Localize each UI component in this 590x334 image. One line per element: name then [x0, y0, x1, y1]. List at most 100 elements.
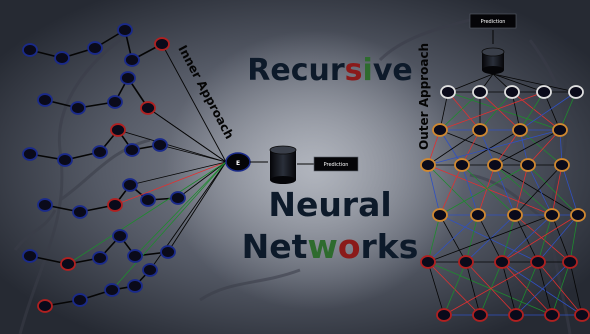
- edge-36: [114, 161, 227, 206]
- node-50: [507, 208, 523, 222]
- node-40: [472, 123, 488, 137]
- edge-81: [527, 164, 553, 216]
- node-1: [54, 51, 70, 65]
- node-23: [22, 249, 38, 263]
- edge-43: [447, 91, 561, 131]
- node-3: [117, 23, 133, 37]
- node-38: [568, 85, 584, 99]
- node-5: [154, 37, 170, 51]
- edge-28: [167, 161, 227, 253]
- edge-118: [551, 261, 571, 316]
- edge-22: [177, 161, 227, 199]
- edge-86: [427, 214, 441, 263]
- node-39: [432, 123, 448, 137]
- edge-39: [111, 161, 227, 291]
- edge-119: [569, 261, 583, 316]
- node-42: [552, 123, 568, 137]
- top-database-icon: [481, 47, 505, 74]
- edge-93: [501, 214, 516, 263]
- title-networks-part-4: rks: [361, 227, 419, 266]
- edge-71: [427, 164, 553, 216]
- edge-51: [519, 91, 545, 131]
- edge-74: [461, 164, 516, 216]
- node-14: [110, 123, 126, 137]
- node-24: [60, 257, 76, 271]
- node-16: [152, 138, 168, 152]
- edge-102: [569, 214, 579, 263]
- title-networks-part-1: Net: [242, 227, 308, 266]
- edge-83: [514, 164, 563, 216]
- node-36: [504, 85, 520, 99]
- node-28: [160, 245, 176, 259]
- title-recursive-part-1: Recur: [247, 53, 345, 88]
- edge-104: [427, 261, 481, 316]
- edge-95: [514, 214, 571, 263]
- edge-61: [461, 129, 521, 166]
- edge-107: [465, 261, 481, 316]
- node-12: [57, 153, 73, 167]
- edge-77: [494, 164, 553, 216]
- node-29: [37, 299, 53, 313]
- edge-89: [427, 214, 479, 263]
- node-32: [127, 279, 143, 293]
- edge-115: [537, 261, 553, 316]
- node-61: [544, 308, 560, 322]
- node-33: [142, 263, 158, 277]
- node-47: [554, 158, 570, 172]
- title-recursive-part-2: s: [345, 53, 363, 88]
- node-27: [127, 249, 143, 263]
- center-database-icon: [269, 145, 297, 184]
- node-37: [536, 85, 552, 99]
- edge-72: [439, 164, 463, 216]
- node-26: [112, 229, 128, 243]
- prediction-box-center: Prediction: [313, 156, 359, 172]
- edge-50: [439, 91, 545, 131]
- node-60: [508, 308, 524, 322]
- edge-70: [427, 164, 479, 216]
- node-4: [124, 53, 140, 67]
- node-57: [562, 255, 578, 269]
- edge-114: [515, 261, 539, 316]
- edge-110: [501, 261, 517, 316]
- edge-98: [537, 214, 553, 263]
- node-62: [574, 308, 590, 322]
- node-49: [470, 208, 486, 222]
- title-networks: Networks: [242, 227, 419, 266]
- edge-101: [537, 214, 579, 263]
- node-20: [122, 178, 138, 192]
- node-35: [472, 85, 488, 99]
- center-processing-unit: E: [225, 152, 251, 172]
- edge-44: [439, 91, 481, 131]
- edge-147: [492, 73, 577, 93]
- node-30: [72, 293, 88, 307]
- node-51: [544, 208, 560, 222]
- node-9: [120, 71, 136, 85]
- node-2: [87, 41, 103, 55]
- title-recursive-part-3: i: [363, 53, 373, 88]
- node-34: [440, 85, 456, 99]
- edge-46: [479, 91, 521, 131]
- edge-146: [492, 73, 545, 93]
- edge-37: [129, 161, 227, 186]
- node-45: [487, 158, 503, 172]
- edge-73: [461, 164, 479, 216]
- prediction-label-top: Prediction: [481, 19, 506, 25]
- edge-106: [443, 261, 467, 316]
- title-networks-part-3: o: [338, 227, 361, 266]
- edge-113: [443, 261, 539, 316]
- edge-16: [159, 144, 227, 163]
- node-11: [22, 147, 38, 161]
- outer-approach-label: Outer Approach: [417, 43, 431, 150]
- node-58: [436, 308, 452, 322]
- edge-99: [551, 214, 571, 263]
- edge-64: [519, 129, 563, 166]
- node-54: [458, 255, 474, 269]
- title-neural-part-1: N: [268, 185, 296, 224]
- edge-103: [427, 261, 445, 316]
- node-19: [107, 198, 123, 212]
- edge-57: [439, 129, 529, 166]
- edge-47: [479, 91, 513, 131]
- node-56: [530, 255, 546, 269]
